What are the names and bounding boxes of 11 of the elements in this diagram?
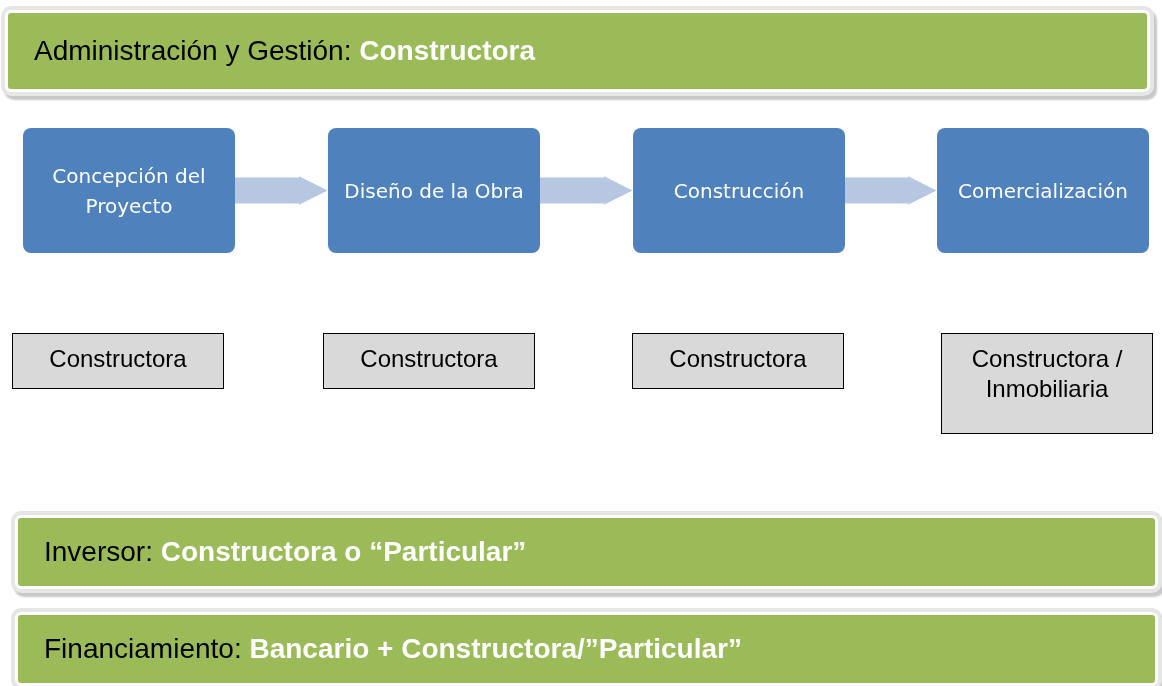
block-arrow: [845, 176, 937, 205]
role-box: Constructora: [632, 333, 844, 389]
block-arrow: [540, 176, 633, 205]
role-box: Constructora / Inmobiliaria: [941, 333, 1153, 434]
process-box: Construcción: [633, 128, 845, 253]
role-box: Constructora: [12, 333, 224, 389]
process-box: Comercialización: [937, 128, 1149, 253]
block-arrow: [235, 176, 328, 205]
process-box: Concepción del Proyecto: [23, 128, 235, 253]
role-box: Constructora: [323, 333, 535, 389]
process-box: Diseño de la Obra: [328, 128, 540, 253]
